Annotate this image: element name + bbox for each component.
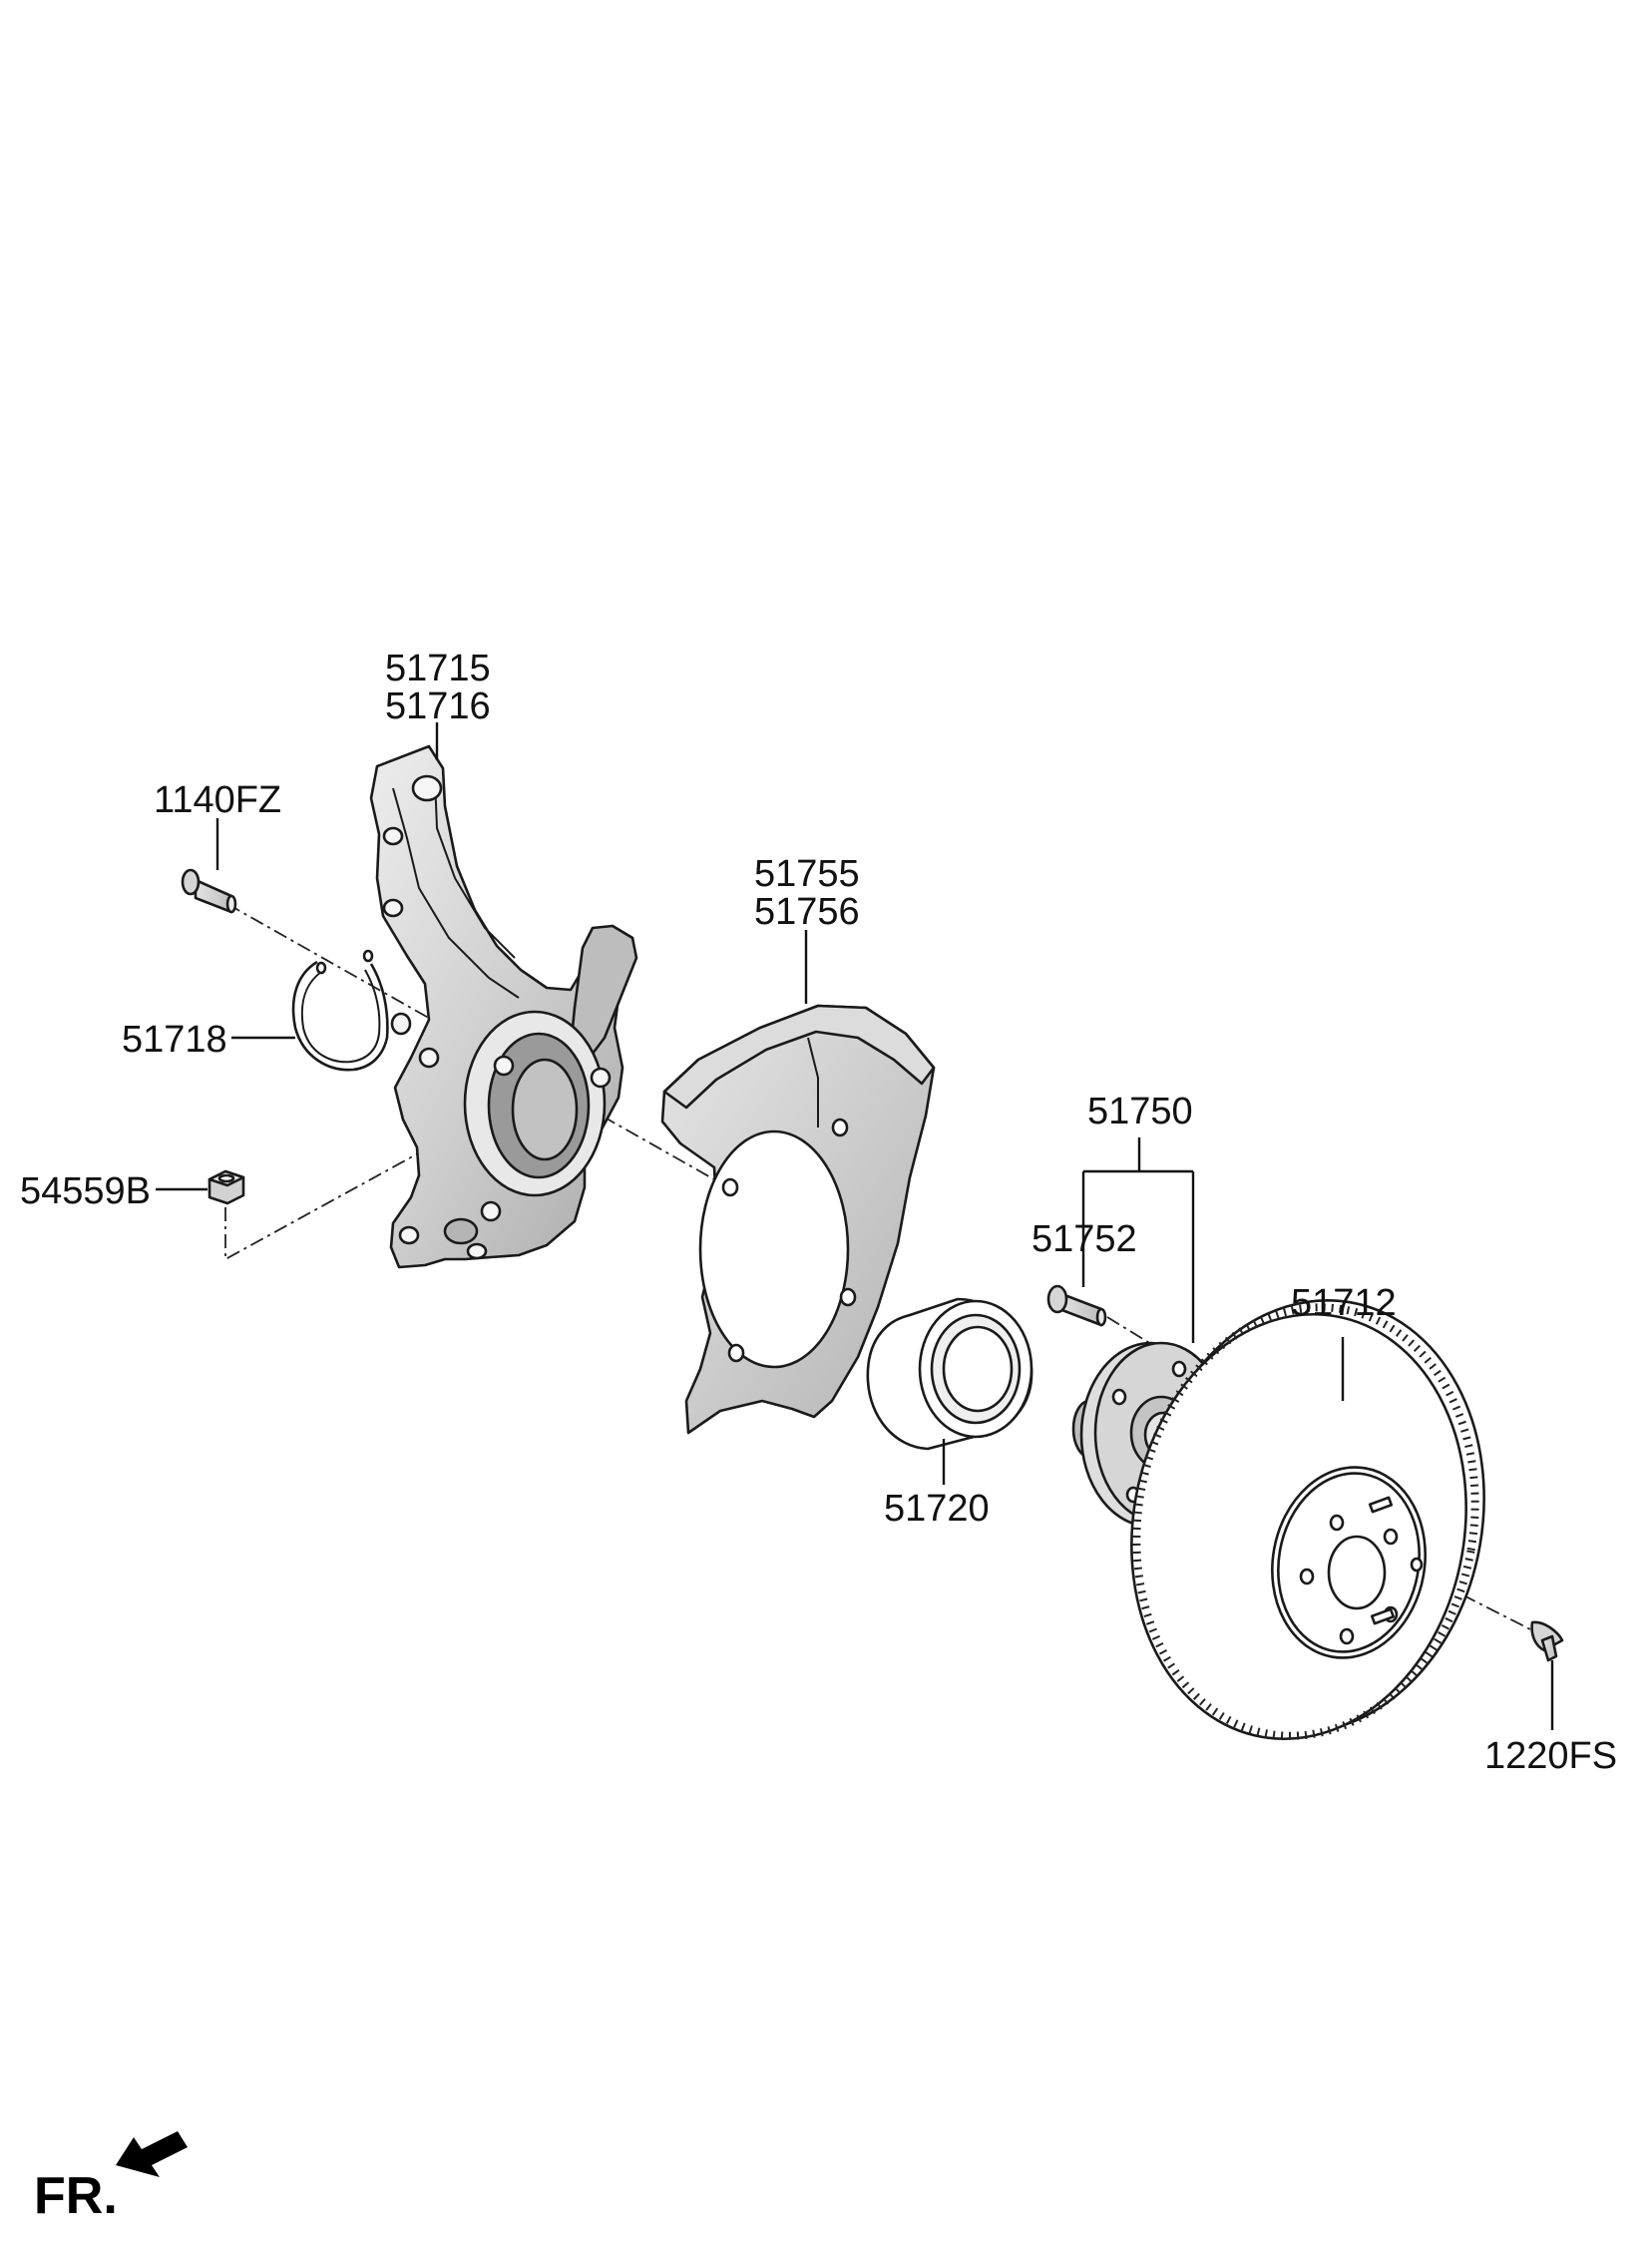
bolt-head	[181, 868, 201, 896]
disc-stud-hole-3	[1383, 1528, 1399, 1546]
screw-shank	[1540, 1634, 1558, 1662]
dust-cover	[660, 1004, 936, 1435]
label-1220FS: 1220FS	[1484, 1735, 1617, 1777]
steering-knuckle	[369, 744, 638, 1269]
disc-slot-2	[1370, 1607, 1396, 1625]
knuckle-lower-boss	[443, 1217, 479, 1245]
knuckle-bore-shadow	[511, 1058, 579, 1161]
dust-cover-lip	[662, 1004, 936, 1110]
nut-hole	[217, 1173, 235, 1183]
knuckle-mid-hole	[390, 1012, 412, 1036]
brake-disc-51712	[1130, 1298, 1485, 1741]
knuckle-mount-hole-4	[418, 1047, 440, 1069]
dust-cover-rib	[807, 1037, 819, 1128]
knuckle-mount-hole-1	[493, 1055, 515, 1077]
dust-cover-bolt-hole-2	[831, 1118, 849, 1137]
bolt-shank	[194, 878, 233, 914]
label-51718: 51718	[122, 1019, 227, 1061]
disc-center-bore	[1327, 1535, 1387, 1610]
hub-bolt-51752	[1046, 1284, 1107, 1327]
knuckle-arm-ridge	[392, 787, 520, 999]
disc-screw-hole	[1410, 1557, 1424, 1573]
knuckle-mount-hole-3	[480, 1200, 502, 1222]
bolt-axis-line	[226, 903, 729, 1188]
front-orientation-mark: FR.	[34, 2131, 188, 2225]
disc-vent-ring	[1132, 1303, 1479, 1740]
dust-cover-bolt-hole-1	[721, 1177, 739, 1197]
disc-stud-hole-1	[1299, 1568, 1315, 1585]
bolt-tip	[225, 894, 237, 914]
snap-ring-51718	[291, 949, 389, 1072]
hub-stud-hole-5	[1111, 1388, 1127, 1406]
knuckle-mount-hole-2	[590, 1067, 612, 1089]
label-51712: 51712	[1291, 1282, 1397, 1324]
knuckle-arm-hole-2	[382, 898, 404, 918]
snap-ring-outer	[291, 960, 389, 1072]
disc-stud-hole-2	[1329, 1514, 1345, 1532]
label-51750: 51750	[1087, 1091, 1193, 1132]
disc-stud-hole-5	[1339, 1627, 1355, 1645]
knuckle-upper-hole	[411, 774, 443, 802]
hub-stud-hole-1	[1171, 1360, 1187, 1378]
wheel-bearing-51720	[866, 1297, 1033, 1451]
screw-axis-line	[1414, 1570, 1533, 1631]
bearing-bore	[942, 1325, 1014, 1413]
snap-ring-end-1	[315, 961, 327, 975]
knuckle-arm-hole	[382, 826, 404, 846]
nut-54559B	[207, 1169, 245, 1205]
front-arrow-icon	[116, 2131, 188, 2177]
dust-cover-bolt-hole-4	[839, 1287, 857, 1307]
bracket-51750	[1081, 1137, 1195, 1343]
bolt-1140FZ	[181, 868, 237, 914]
snap-ring-end-2	[362, 949, 374, 963]
knuckle-lower-hole-1	[398, 1225, 420, 1245]
screw-1220FS	[1530, 1620, 1564, 1662]
disc-slot-1	[1368, 1496, 1394, 1514]
knuckle-lower-hole-2	[466, 1242, 488, 1260]
hub-bolt-head	[1046, 1284, 1068, 1314]
label-54559B: 54559B	[20, 1170, 151, 1212]
snap-ring-inner	[300, 969, 381, 1064]
label-51756: 51756	[754, 891, 860, 933]
label-51716: 51716	[385, 685, 491, 727]
part-labels: 51715 51716 1140FZ 51718 54559B 51755 51…	[20, 648, 1617, 1777]
label-51720: 51720	[884, 1488, 990, 1530]
knuckle-ridge-inner	[434, 777, 516, 959]
fr-label: FR.	[34, 2167, 118, 2225]
dust-cover-center-hole	[698, 1129, 850, 1369]
label-51752: 51752	[1032, 1218, 1137, 1260]
label-51715: 51715	[385, 648, 491, 689]
label-1140FZ: 1140FZ	[154, 779, 281, 821]
dust-cover-bolt-hole-3	[727, 1343, 745, 1363]
hub-bolt-tip	[1095, 1307, 1107, 1327]
leader-lines	[156, 722, 1554, 1730]
label-51755: 51755	[754, 853, 860, 895]
